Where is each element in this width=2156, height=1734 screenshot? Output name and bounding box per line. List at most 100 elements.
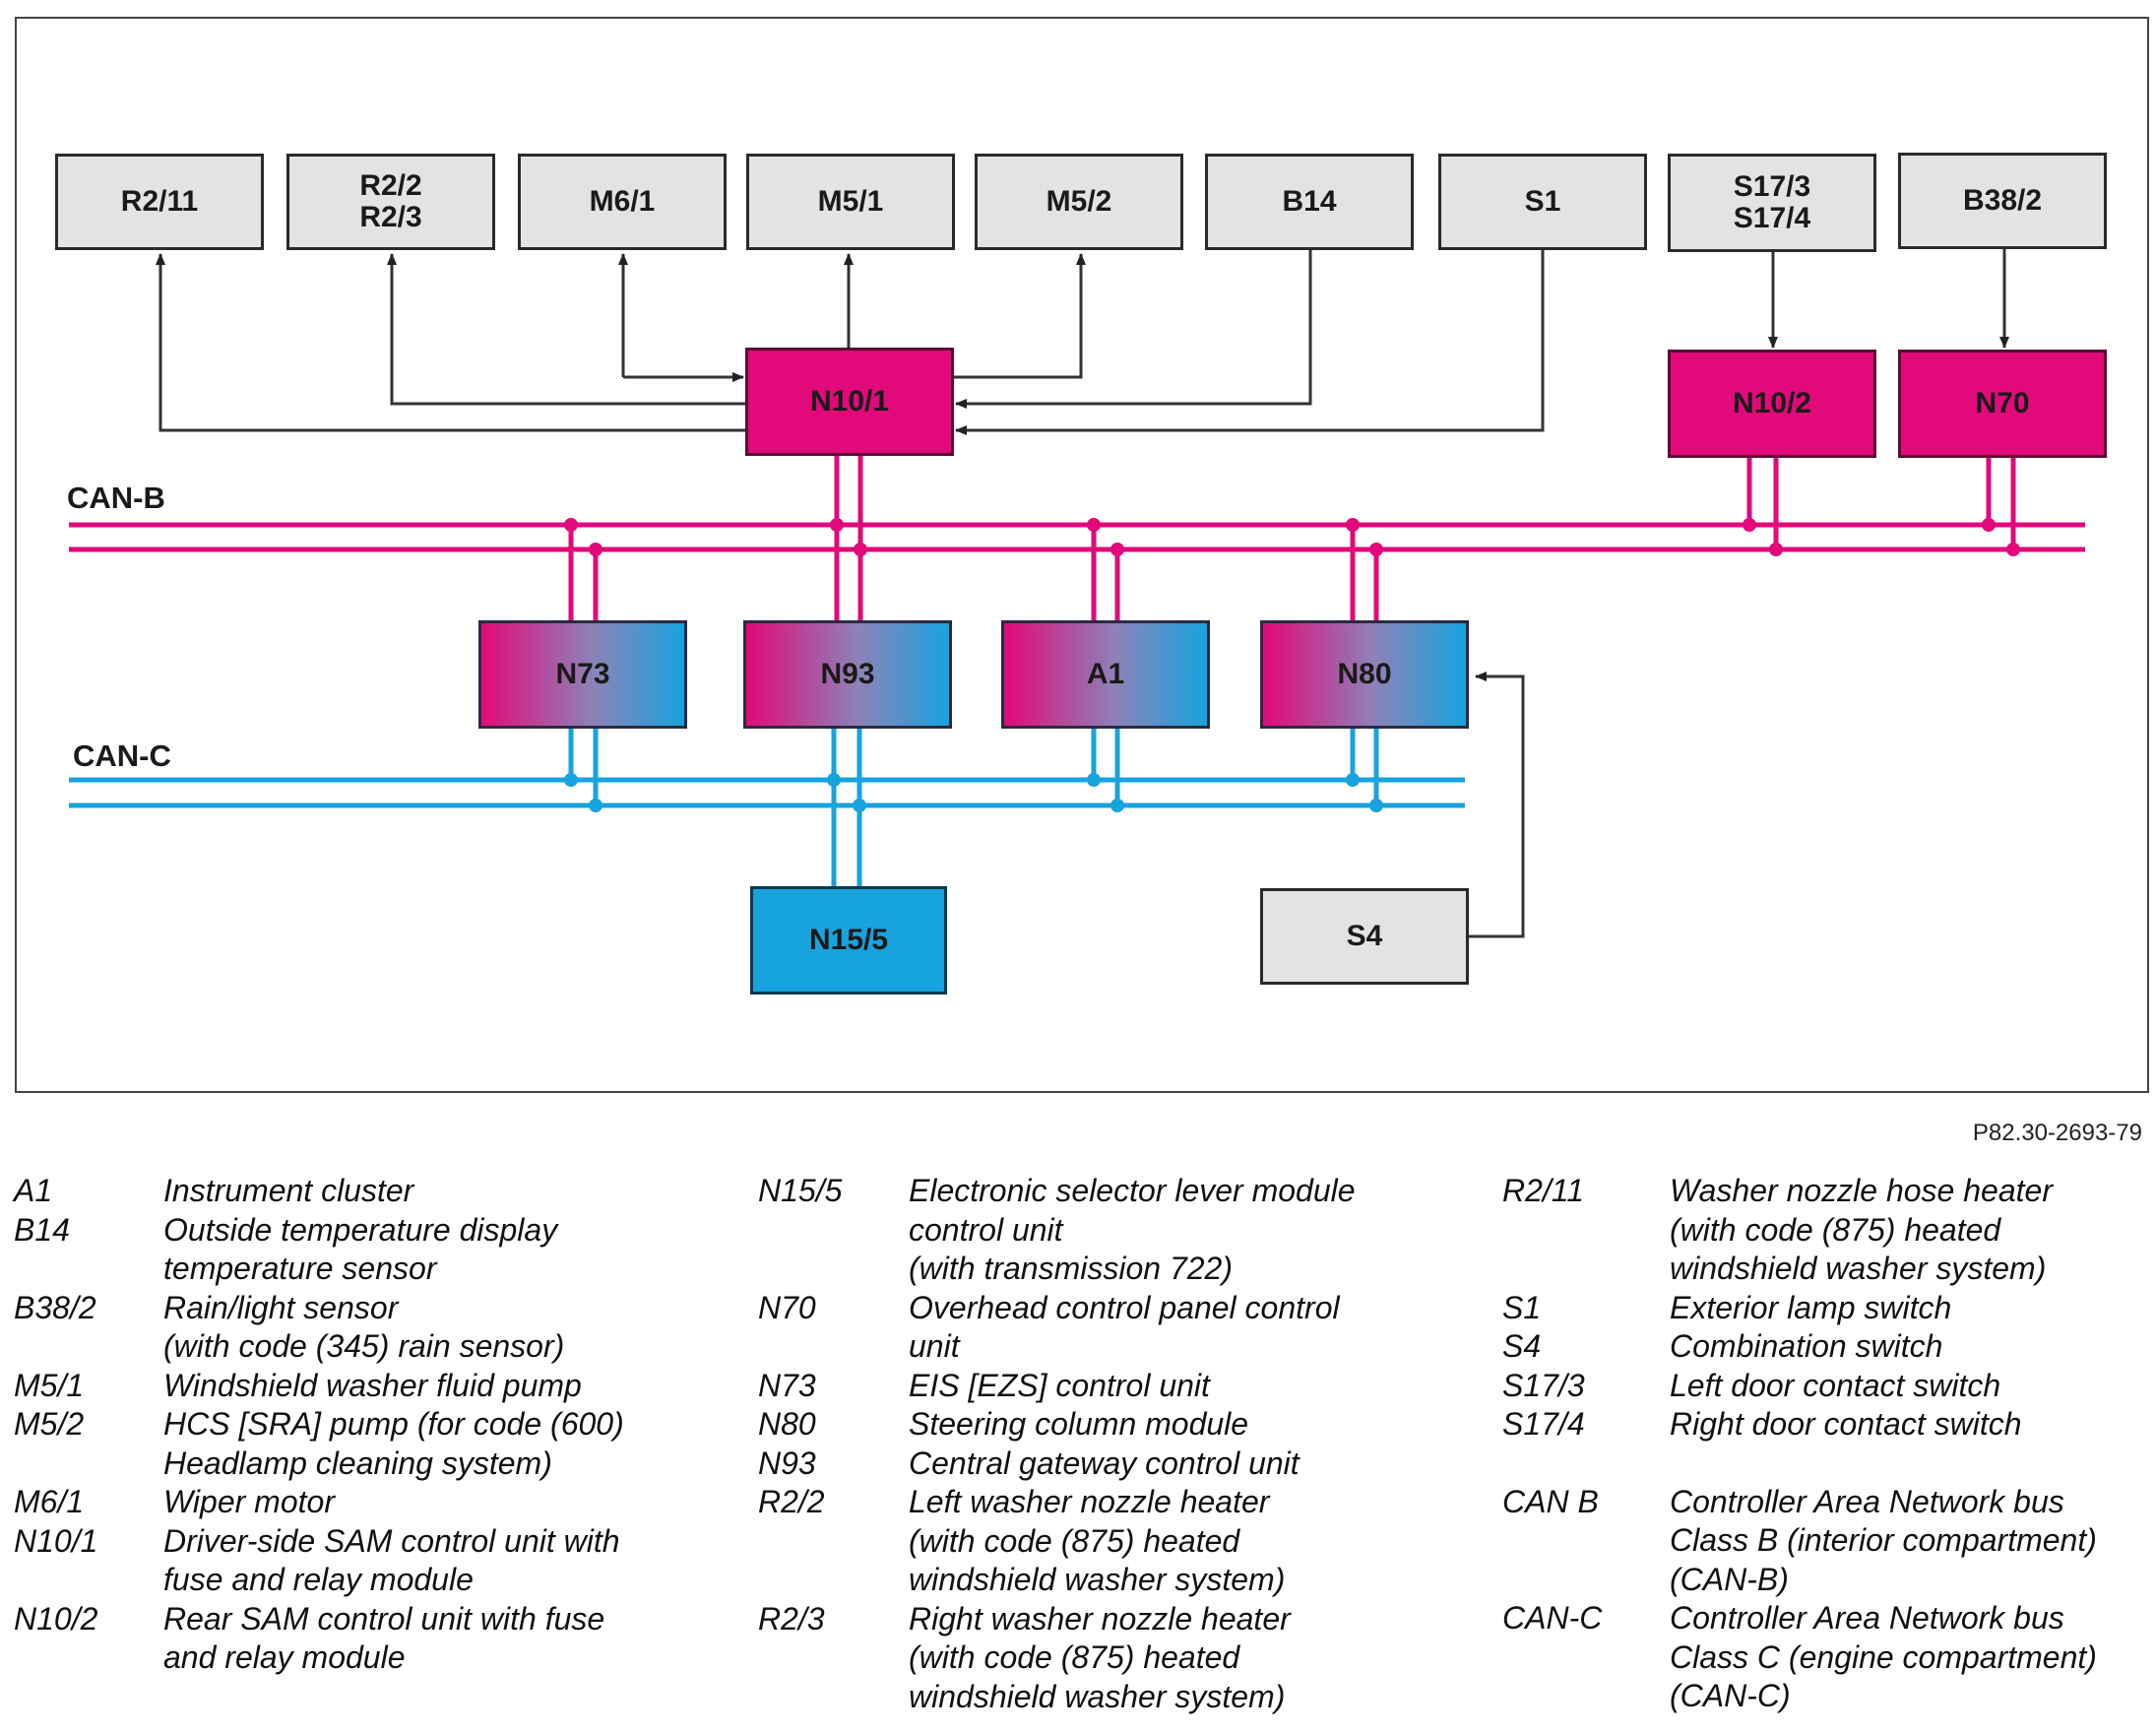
diagram-frame bbox=[15, 17, 2149, 1093]
can-b-junctions bbox=[564, 518, 2020, 556]
box-n10-1-label: N10/1 bbox=[809, 385, 890, 417]
legend-code: N93 bbox=[758, 1445, 816, 1481]
line-n10-1-to-r2-2 bbox=[387, 253, 747, 406]
legend-code: M5/1 bbox=[14, 1367, 85, 1403]
legend-item: B14 Outside temperature display temperatu… bbox=[14, 1211, 742, 1289]
legend-code: R2/3 bbox=[758, 1600, 825, 1637]
legend-desc: Rear SAM control unit with fuse and rela… bbox=[163, 1600, 605, 1676]
box-b14: B14 bbox=[1205, 154, 1414, 250]
legend-code: B38/2 bbox=[14, 1289, 96, 1325]
line-b14-to-n10-1 bbox=[955, 249, 1312, 409]
box-n93-label: N93 bbox=[820, 658, 875, 690]
legend-column-1: A1 Instrument cluster B14 Outside temperat… bbox=[14, 1172, 742, 1678]
legend-item: M5/2 HCS [SRA] pump (for code (600) Headl… bbox=[14, 1405, 742, 1483]
legend-item: N93 Central gateway control unit bbox=[758, 1445, 1487, 1484]
legend-code: N73 bbox=[758, 1367, 816, 1403]
can-b-bus bbox=[69, 456, 2085, 622]
legend-code: S1 bbox=[1502, 1289, 1542, 1325]
legend-desc: Exterior lamp switch bbox=[1670, 1289, 1952, 1325]
box-n15-5: N15/5 bbox=[750, 886, 947, 995]
box-s17-3-label: S17/3 bbox=[1733, 170, 1811, 203]
box-b14-label: B14 bbox=[1282, 185, 1337, 218]
legend-code: B14 bbox=[14, 1211, 70, 1248]
box-r2-3-label: R2/3 bbox=[359, 201, 422, 233]
legend-desc: Instrument cluster bbox=[163, 1173, 414, 1208]
legend-desc: EIS [EZS] control unit bbox=[909, 1367, 1210, 1403]
legend-code: N80 bbox=[758, 1406, 816, 1442]
legend-code: A1 bbox=[14, 1173, 53, 1208]
box-n93: N93 bbox=[743, 620, 952, 729]
legend-desc: Electronic selector lever module control… bbox=[909, 1173, 1356, 1286]
legend-code: N10/2 bbox=[14, 1600, 98, 1637]
box-s17-4-label: S17/4 bbox=[1733, 202, 1811, 234]
legend-code: N70 bbox=[758, 1289, 816, 1325]
box-m6-1: M6/1 bbox=[518, 154, 727, 250]
legend-desc: Right door contact switch bbox=[1670, 1406, 2022, 1442]
box-n80: N80 bbox=[1260, 620, 1469, 729]
legend-item: A1 Instrument cluster bbox=[14, 1172, 742, 1211]
box-a1-label: A1 bbox=[1086, 658, 1125, 690]
signal-lines bbox=[156, 249, 2009, 938]
legend-desc: Left washer nozzle heater (with code (87… bbox=[909, 1484, 1286, 1597]
can-c-bus bbox=[69, 729, 1465, 889]
box-m5-2-label: M5/2 bbox=[1046, 185, 1112, 218]
legend-item: CAN-C Controller Area Network bus Class C… bbox=[1502, 1599, 2152, 1716]
legend-item: N10/2 Rear SAM control unit with fuse and… bbox=[14, 1600, 742, 1678]
legend-code: M5/2 bbox=[14, 1406, 85, 1442]
legend-desc: Combination switch bbox=[1670, 1328, 1943, 1364]
box-a1: A1 bbox=[1001, 620, 1210, 729]
legend-desc: Controller Area Network bus Class C (eng… bbox=[1670, 1600, 2097, 1713]
legend-desc: Outside temperature display temperature … bbox=[163, 1211, 558, 1287]
legend-item: S1 Exterior lamp switch bbox=[1502, 1289, 2152, 1328]
line-n10-1-to-r2-11 bbox=[156, 253, 747, 432]
box-s4-label: S4 bbox=[1346, 920, 1383, 952]
box-n15-5-label: N15/5 bbox=[808, 924, 889, 956]
wiring-diagram bbox=[15, 17, 2149, 1093]
box-r2-11-label: R2/11 bbox=[120, 185, 199, 218]
box-s4: S4 bbox=[1260, 888, 1469, 985]
legend-code: CAN-C bbox=[1502, 1600, 1603, 1636]
box-m6-1-label: M6/1 bbox=[589, 185, 656, 218]
legend-item: N80 Steering column module bbox=[758, 1405, 1487, 1445]
line-s4-to-n80 bbox=[1467, 672, 1525, 938]
legend-desc: Wiper motor bbox=[163, 1484, 335, 1519]
figure-reference: P82.30-2693-79 bbox=[1972, 1120, 2142, 1146]
box-n10-2: N10/2 bbox=[1668, 350, 1876, 458]
line-s1-to-n10-1 bbox=[955, 249, 1545, 435]
legend-desc: HCS [SRA] pump (for code (600) Headlamp … bbox=[163, 1406, 624, 1481]
legend-code: S17/3 bbox=[1502, 1367, 1585, 1403]
box-b38-2: B38/2 bbox=[1898, 153, 2107, 249]
legend-desc: Central gateway control unit bbox=[909, 1445, 1300, 1481]
box-b38-2-label: B38/2 bbox=[1962, 184, 2043, 217]
box-n73: N73 bbox=[478, 620, 687, 729]
legend-item: N70 Overhead control panel control unit bbox=[758, 1289, 1487, 1367]
box-r2-11: R2/11 bbox=[55, 154, 264, 250]
legend-desc: Right washer nozzle heater (with code (8… bbox=[909, 1600, 1291, 1714]
line-n10-1-to-m5-2 bbox=[953, 253, 1086, 379]
box-r2-2-r2-3: R2/2 R2/3 bbox=[286, 154, 495, 250]
legend-code: N10/1 bbox=[14, 1522, 98, 1559]
legend-code: R2/11 bbox=[1502, 1173, 1585, 1208]
box-n73-label: N73 bbox=[555, 658, 610, 690]
legend-desc: Overhead control panel control unit bbox=[909, 1289, 1340, 1365]
box-m5-1: M5/1 bbox=[746, 154, 955, 250]
legend-code: S4 bbox=[1502, 1328, 1542, 1364]
legend-desc: Steering column module bbox=[909, 1406, 1249, 1442]
box-m5-1-label: M5/1 bbox=[817, 185, 884, 218]
box-n80-label: N80 bbox=[1337, 658, 1392, 690]
can-b-label: CAN-B bbox=[67, 481, 165, 515]
legend-desc: Controller Area Network bus Class B (int… bbox=[1670, 1483, 2097, 1597]
box-n70-label: N70 bbox=[1975, 387, 2030, 419]
